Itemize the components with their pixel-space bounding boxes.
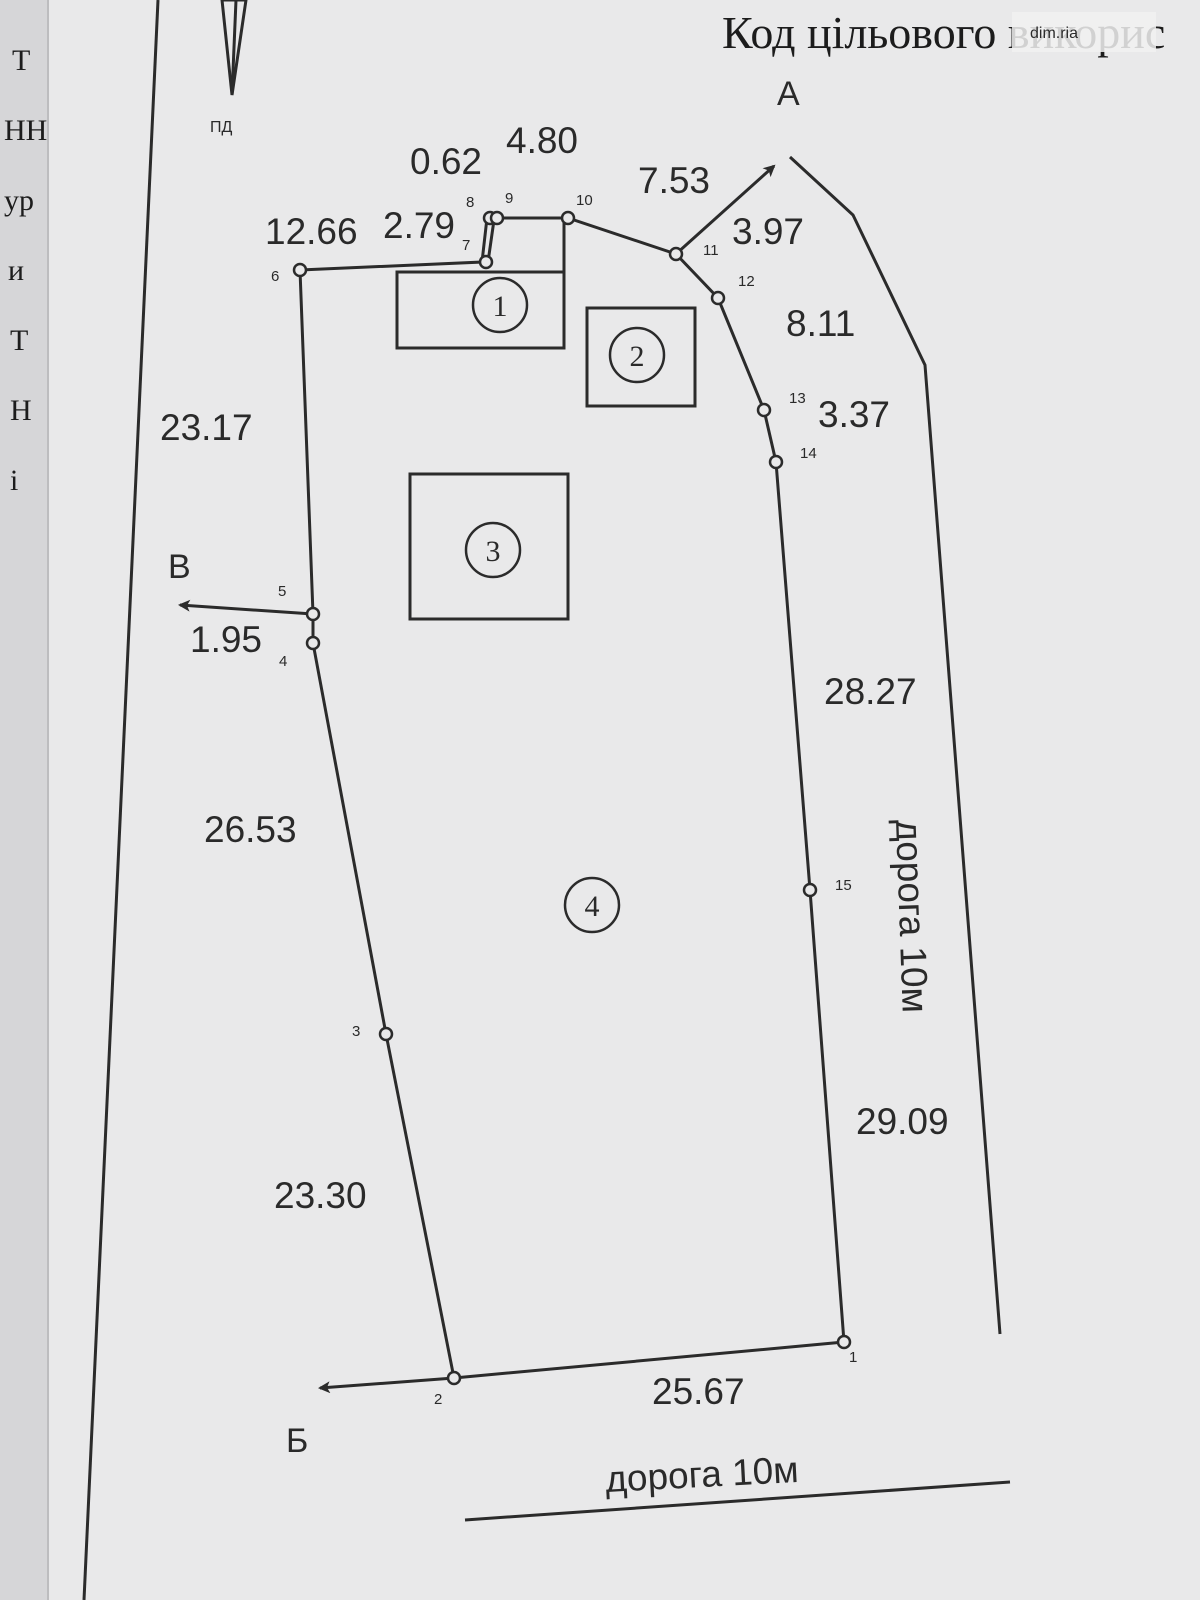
margin-text: НН xyxy=(4,114,47,147)
margin-text: ур xyxy=(4,184,34,217)
point-4-marker xyxy=(305,635,321,651)
direction-v-label: В xyxy=(168,548,191,586)
point-5-marker xyxy=(305,606,321,622)
dimension-23-30: 23.30 xyxy=(274,1175,367,1216)
arrow-v xyxy=(178,599,314,616)
watermark-text: dim.ria xyxy=(1030,25,1078,42)
dimension-7-53: 7.53 xyxy=(638,160,710,201)
point-4-label: 4 xyxy=(279,653,287,670)
point-15-label: 15 xyxy=(835,877,852,894)
margin-text: Т xyxy=(12,44,30,77)
point-14-marker xyxy=(768,454,784,470)
dimension-3-97: 3.97 xyxy=(732,211,804,252)
point-1-label: 1 xyxy=(849,1349,857,1366)
building-2 xyxy=(585,306,697,408)
margin-text: и xyxy=(8,254,24,287)
svg-text:4: 4 xyxy=(585,890,600,923)
point-9-marker xyxy=(489,210,505,226)
point-6-label: 6 xyxy=(271,268,279,285)
point-13-label: 13 xyxy=(789,390,806,407)
point-15-marker xyxy=(802,882,818,898)
parcel-label-4: 4 xyxy=(563,876,621,934)
north-label: ПД xyxy=(210,119,233,136)
dimension-26-53: 26.53 xyxy=(204,809,297,850)
point-6-marker xyxy=(292,262,308,278)
notch-line xyxy=(486,219,496,263)
point-11-marker xyxy=(668,246,684,262)
point-10-marker xyxy=(560,210,576,226)
point-2-marker xyxy=(446,1370,462,1386)
dimension-4-80: 4.80 xyxy=(506,120,578,161)
point-8-label: 8 xyxy=(466,194,474,211)
point-1-marker xyxy=(836,1334,852,1350)
svg-text:1: 1 xyxy=(493,290,508,323)
point-11-label: 11 xyxy=(703,242,719,259)
point-13-marker xyxy=(756,402,772,418)
point-12-label: 12 xyxy=(738,273,755,290)
point-markers xyxy=(292,210,852,1386)
parcel-boundary xyxy=(298,216,846,1380)
dimension-0-62: 0.62 xyxy=(410,141,482,182)
point-2-label: 2 xyxy=(434,1391,442,1408)
dimension-8-11: 8.11 xyxy=(786,303,855,344)
dimension-29-09: 29.09 xyxy=(856,1101,949,1142)
svg-text:2: 2 xyxy=(630,340,645,373)
road-label-bottom: дорога 10м xyxy=(604,1449,799,1500)
parcel-label-1: 1 xyxy=(471,276,529,334)
dimension-1-95: 1.95 xyxy=(190,619,262,660)
arrow-b xyxy=(318,1376,455,1394)
dimension-2-79: 2.79 xyxy=(383,205,455,246)
margin-text: і xyxy=(10,464,18,497)
frame-border xyxy=(82,0,160,1600)
north-arrow-icon: ПД xyxy=(210,0,248,136)
point-3-marker xyxy=(378,1026,394,1042)
watermark-box xyxy=(1012,12,1156,52)
point-3-label: 3 xyxy=(352,1023,360,1040)
point-14-label: 14 xyxy=(800,445,817,462)
margin-text: Т xyxy=(10,324,28,357)
dimension-3-37: 3.37 xyxy=(818,394,890,435)
parcel-label-2: 2 xyxy=(608,326,666,384)
direction-a-label: А xyxy=(777,75,800,113)
direction-b-label: Б xyxy=(286,1422,308,1460)
point-7-marker xyxy=(478,254,494,270)
building-3 xyxy=(408,472,570,621)
parcel-label-3: 3 xyxy=(464,521,522,579)
dimension-25-67: 25.67 xyxy=(652,1371,745,1412)
point-5-label: 5 xyxy=(278,583,286,600)
building-1 xyxy=(395,270,566,350)
point-7-label: 7 xyxy=(462,237,470,254)
margin-text: Н xyxy=(10,394,32,427)
point-10-label: 10 xyxy=(576,192,593,209)
svg-text:3: 3 xyxy=(486,535,501,568)
page-fold xyxy=(0,0,48,1600)
point-9-label: 9 xyxy=(505,190,513,207)
road-edge-right xyxy=(788,155,1002,1335)
arrow-a xyxy=(674,164,776,256)
road-edge-bottom xyxy=(464,1480,1011,1522)
road-label-right: дорога 10м xyxy=(888,819,936,1014)
point-12-marker xyxy=(710,290,726,306)
dimension-28-27: 28.27 xyxy=(824,671,917,712)
dimension-23-17: 23.17 xyxy=(160,407,253,448)
dimension-12-66: 12.66 xyxy=(265,211,358,252)
